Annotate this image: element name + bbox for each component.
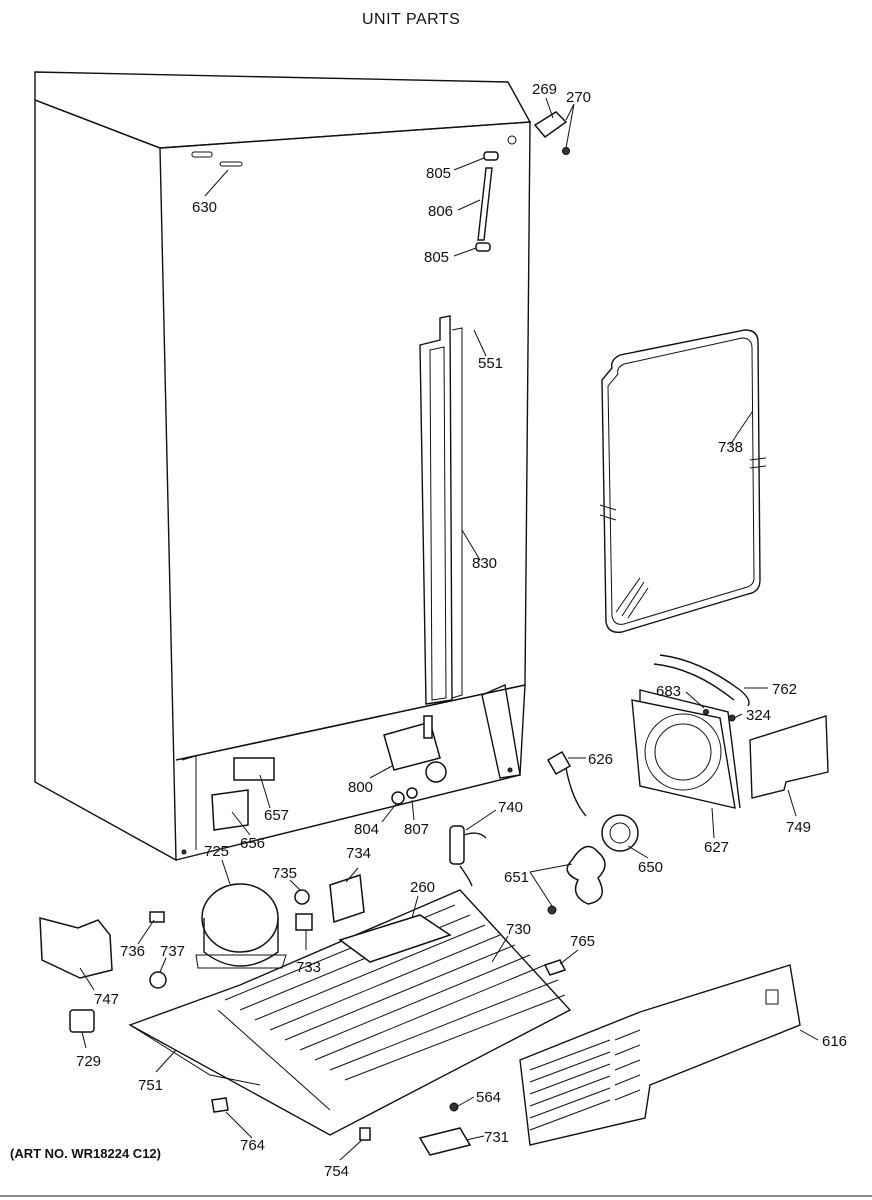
part-label-627: 627 [704,839,729,856]
fan-assembly-drawing [547,689,741,915]
part-label-729: 729 [76,1053,101,1070]
part-label-734: 734 [346,845,371,862]
small-hardware-drawing [211,959,567,1156]
cabinet-drawing [34,71,532,862]
drain-tube-assembly [475,151,499,252]
part-label-324: 324 [746,707,771,724]
power-cord-drawing [546,750,587,817]
part-label-616: 616 [822,1033,847,1050]
part-label-830: 830 [472,555,497,572]
part-label-751: 751 [138,1077,163,1094]
part-label-747: 747 [94,991,119,1008]
part-labels: 269 270 805 806 805 630 551 738 830 762 … [76,81,847,1180]
part-label-630: 630 [192,199,217,216]
diagram-title: UNIT PARTS [362,11,460,28]
part-762-749-drawing [653,654,829,799]
leader-lines [79,97,819,1161]
part-740-drawing [449,825,487,887]
part-label-269: 269 [532,81,557,98]
part-label-725: 725 [204,843,229,860]
heater-loop-drawing [599,329,767,633]
part-label-735: 735 [272,865,297,882]
condenser-base-drawing [128,889,572,1136]
part-label-736: 736 [120,943,145,960]
valve-assembly-drawing [383,715,447,805]
part-label-650: 650 [638,859,663,876]
part-label-762: 762 [772,681,797,698]
compressor-drawing [149,873,365,989]
part-label-270: 270 [566,89,591,106]
brackets-drawing [211,757,275,831]
part-label-657: 657 [264,807,289,824]
part-label-551: 551 [478,355,503,372]
part-269-270-drawing [533,111,570,155]
part-label-754: 754 [324,1163,349,1180]
part-label-804: 804 [354,821,379,838]
part-label-683: 683 [656,683,681,700]
part-label-806: 806 [428,203,453,220]
part-label-730: 730 [506,921,531,938]
part-label-626: 626 [588,751,613,768]
part-label-651: 651 [504,869,529,886]
part-label-260: 260 [410,879,435,896]
art-number-caption: (ART NO. WR18224 C12) [10,1146,161,1161]
part-label-800: 800 [348,779,373,796]
part-label-749: 749 [786,819,811,836]
part-label-805-upper: 805 [426,165,451,182]
rear-grille-drawing [519,964,801,1146]
part-label-731: 731 [484,1129,509,1146]
part-label-740: 740 [498,799,523,816]
part-label-765: 765 [570,933,595,950]
part-label-807: 807 [404,821,429,838]
part-label-564: 564 [476,1089,501,1106]
cover-747-729-drawing [39,917,113,1033]
part-label-656: 656 [240,835,265,852]
part-label-733: 733 [296,959,321,976]
part-label-737: 737 [160,943,185,960]
part-label-805-lower: 805 [424,249,449,266]
part-label-764: 764 [240,1137,265,1154]
part-label-738: 738 [718,439,743,456]
